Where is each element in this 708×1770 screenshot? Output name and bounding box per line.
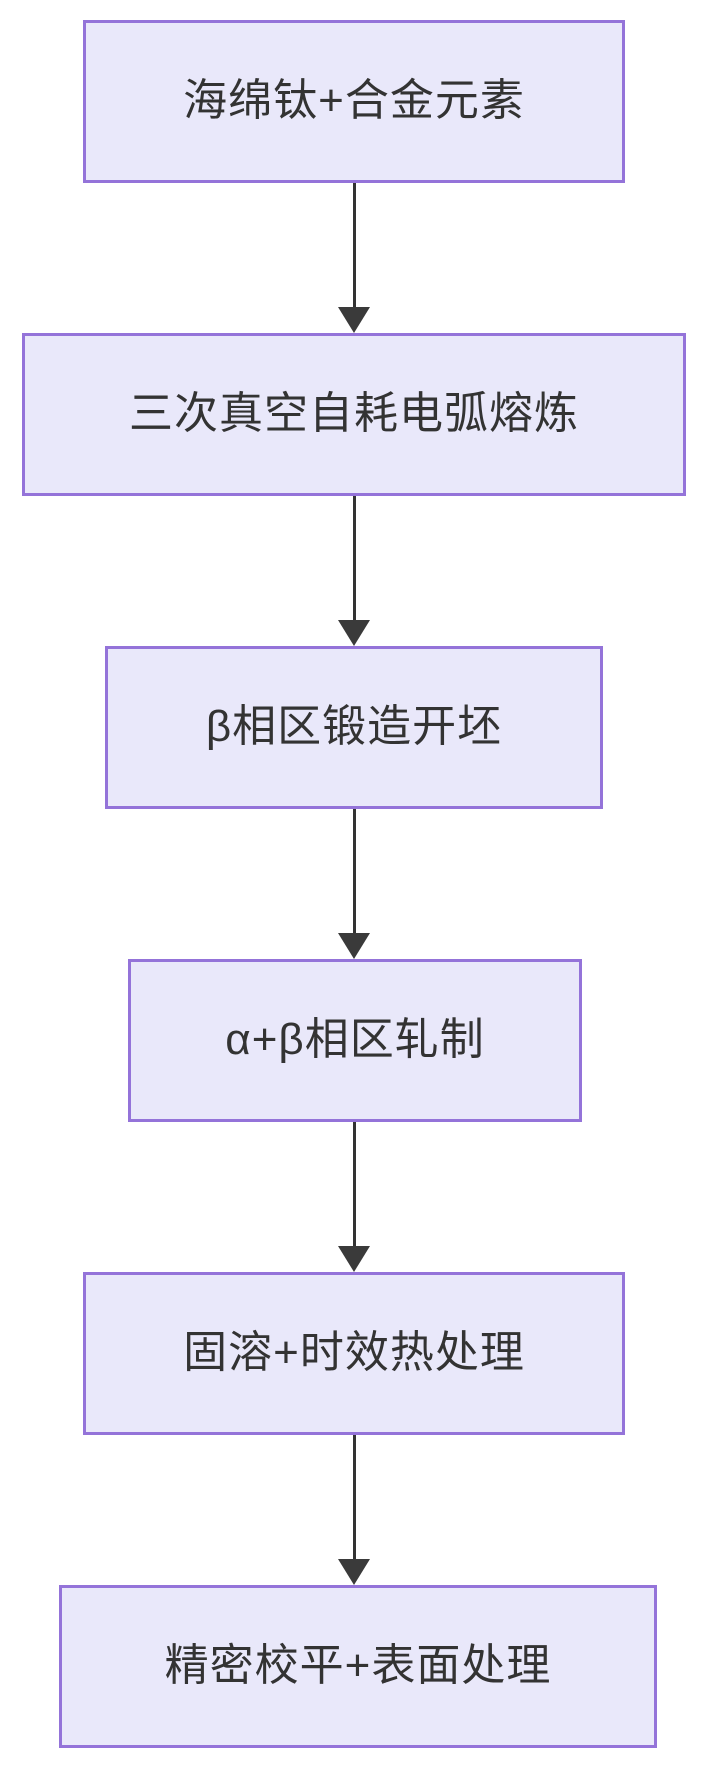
flow-node-sponge-titanium: 海绵钛+合金元素	[83, 20, 625, 183]
arrow-shaft	[352, 809, 356, 937]
flow-arrow-1	[338, 183, 370, 333]
flow-node-beta-forging: β相区锻造开坯	[105, 646, 603, 809]
flow-node-leveling-surface: 精密校平+表面处理	[59, 1585, 657, 1748]
arrow-shaft	[352, 496, 356, 624]
flow-node-label: 精密校平+表面处理	[164, 1641, 552, 1691]
flow-arrow-2	[338, 496, 370, 646]
flow-arrow-4	[338, 1122, 370, 1272]
flow-arrow-5	[338, 1435, 370, 1585]
arrow-shaft	[352, 183, 356, 311]
arrow-head-icon	[338, 933, 370, 959]
arrow-head-icon	[338, 307, 370, 333]
flow-node-label: β相区锻造开坯	[205, 702, 503, 752]
flow-arrow-3	[338, 809, 370, 959]
arrow-shaft	[352, 1435, 356, 1563]
arrow-head-icon	[338, 620, 370, 646]
arrow-shaft	[352, 1122, 356, 1250]
flow-node-label: 三次真空自耗电弧熔炼	[129, 389, 579, 439]
flow-node-solution-aging: 固溶+时效热处理	[83, 1272, 625, 1435]
flow-node-label: 固溶+时效热处理	[183, 1328, 525, 1378]
flow-node-label: α+β相区轧制	[225, 1015, 485, 1065]
arrow-head-icon	[338, 1246, 370, 1272]
flow-node-vacuum-arc-melting: 三次真空自耗电弧熔炼	[22, 333, 686, 496]
arrow-head-icon	[338, 1559, 370, 1585]
flow-node-label: 海绵钛+合金元素	[183, 76, 525, 126]
flow-node-alpha-beta-rolling: α+β相区轧制	[128, 959, 582, 1122]
